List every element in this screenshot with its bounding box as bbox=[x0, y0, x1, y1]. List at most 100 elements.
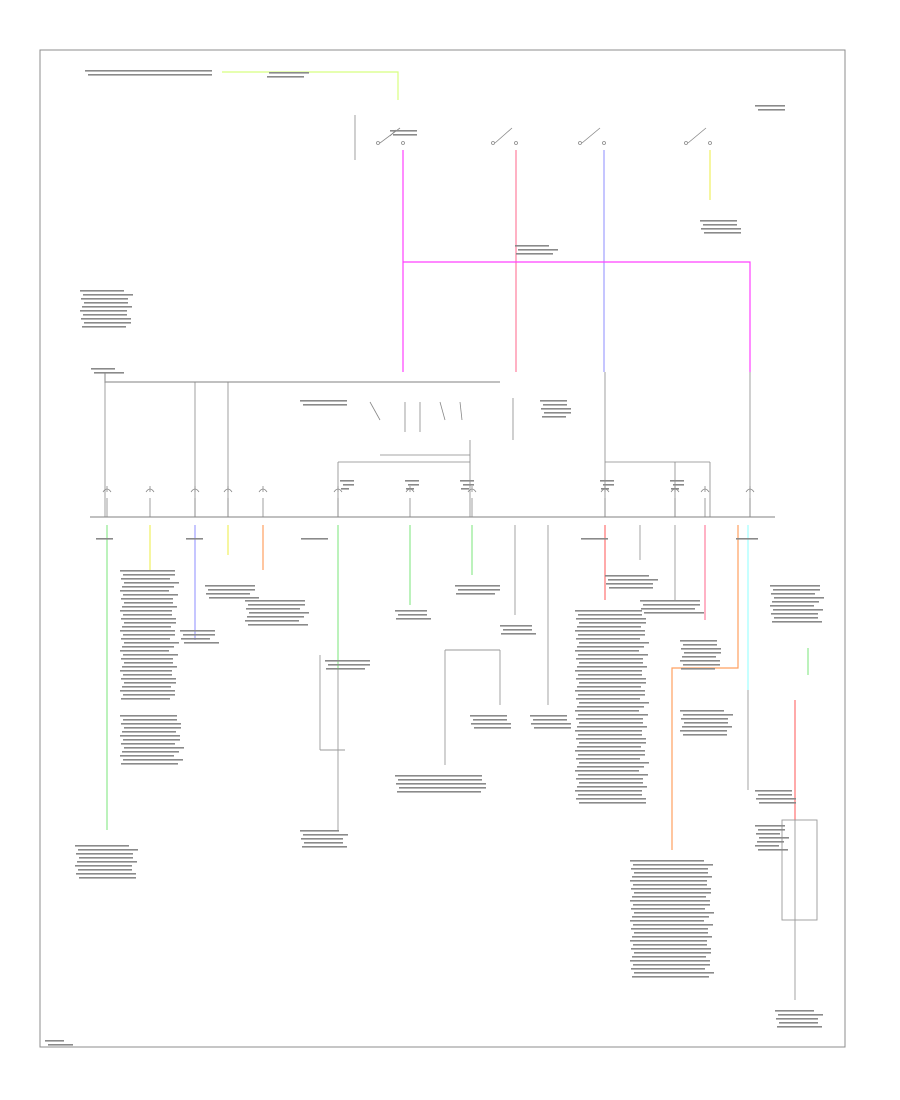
label-line bbox=[633, 884, 707, 886]
fuse-4 bbox=[223, 486, 233, 517]
label-line bbox=[680, 640, 717, 642]
label-line bbox=[578, 674, 642, 676]
label-line bbox=[576, 698, 640, 700]
label-line bbox=[503, 629, 532, 631]
label-line bbox=[681, 668, 715, 670]
fuse-row bbox=[102, 486, 755, 517]
label-line bbox=[325, 660, 370, 662]
label-line bbox=[340, 480, 354, 482]
label-line bbox=[474, 727, 511, 729]
label-line bbox=[301, 538, 328, 540]
label-line bbox=[248, 624, 308, 626]
label-line bbox=[575, 610, 642, 612]
label-line bbox=[76, 873, 136, 875]
label-line bbox=[632, 876, 712, 878]
label-line bbox=[120, 610, 172, 612]
fuse-11 bbox=[700, 486, 710, 517]
label-line bbox=[703, 224, 737, 226]
label-line bbox=[121, 763, 178, 765]
label-line bbox=[576, 658, 643, 660]
label-line bbox=[577, 786, 647, 788]
label-line bbox=[473, 719, 507, 721]
wire-magenta-bus bbox=[403, 261, 751, 372]
label-line bbox=[631, 888, 711, 890]
label-line bbox=[575, 630, 645, 632]
label-line bbox=[246, 608, 300, 610]
label-line bbox=[673, 484, 684, 486]
label-line bbox=[121, 618, 176, 620]
label-line bbox=[773, 589, 820, 591]
label-line bbox=[634, 932, 708, 934]
label-line bbox=[632, 936, 712, 938]
label-line bbox=[771, 593, 815, 595]
label-line bbox=[470, 715, 507, 717]
label-line bbox=[534, 727, 571, 729]
label-line bbox=[516, 253, 553, 255]
label-line bbox=[77, 861, 137, 863]
label-line bbox=[631, 928, 708, 930]
label-line bbox=[85, 70, 212, 72]
label-line bbox=[736, 538, 758, 540]
label-line bbox=[632, 896, 706, 898]
label-line bbox=[123, 759, 183, 761]
label-line bbox=[577, 646, 644, 648]
label-line bbox=[515, 245, 549, 247]
label-line bbox=[184, 642, 219, 644]
label-line bbox=[579, 742, 646, 744]
label-line bbox=[704, 232, 741, 234]
label-line bbox=[576, 718, 643, 720]
fuse-5 bbox=[258, 486, 268, 517]
label-line bbox=[779, 1022, 818, 1024]
label-line bbox=[680, 730, 727, 732]
label-line bbox=[245, 600, 305, 602]
label-line bbox=[78, 869, 132, 871]
label-line bbox=[640, 600, 700, 602]
label-line bbox=[581, 538, 608, 540]
label-line bbox=[575, 770, 639, 772]
label-line bbox=[120, 755, 174, 757]
label-line bbox=[183, 634, 215, 636]
label-line bbox=[755, 105, 785, 107]
label-line bbox=[631, 968, 705, 970]
label-line bbox=[575, 750, 645, 752]
label-line bbox=[577, 666, 647, 668]
label-blocks bbox=[45, 70, 824, 1046]
label-line bbox=[631, 948, 711, 950]
label-line bbox=[631, 868, 708, 870]
label-line bbox=[671, 488, 679, 490]
label-line bbox=[579, 782, 643, 784]
label-line bbox=[120, 715, 177, 717]
label-line bbox=[124, 727, 181, 729]
label-line bbox=[576, 618, 646, 620]
label-line bbox=[682, 656, 716, 658]
label-line bbox=[577, 726, 647, 728]
label-line bbox=[680, 710, 724, 712]
fuse-9 bbox=[600, 486, 610, 517]
label-line bbox=[632, 976, 709, 978]
label-line bbox=[603, 484, 614, 486]
label-line bbox=[632, 956, 706, 958]
relay-1 bbox=[354, 115, 405, 160]
label-line bbox=[406, 488, 414, 490]
label-line bbox=[120, 650, 169, 652]
label-line bbox=[208, 589, 255, 591]
label-line bbox=[634, 892, 711, 894]
label-line bbox=[756, 833, 780, 835]
relay-3 bbox=[578, 127, 606, 145]
label-line bbox=[122, 731, 176, 733]
label-line bbox=[463, 484, 474, 486]
label-line bbox=[123, 634, 175, 636]
label-line bbox=[120, 735, 180, 737]
label-line bbox=[120, 570, 175, 572]
label-line bbox=[681, 648, 721, 650]
label-line bbox=[518, 249, 558, 251]
label-line bbox=[533, 719, 567, 721]
label-line bbox=[576, 798, 646, 800]
lower-branches bbox=[319, 525, 818, 1000]
switch-assembly bbox=[104, 372, 751, 517]
label-line bbox=[455, 585, 500, 587]
label-line bbox=[249, 612, 309, 614]
label-line bbox=[123, 594, 178, 596]
label-line bbox=[577, 626, 641, 628]
label-line bbox=[701, 228, 741, 230]
